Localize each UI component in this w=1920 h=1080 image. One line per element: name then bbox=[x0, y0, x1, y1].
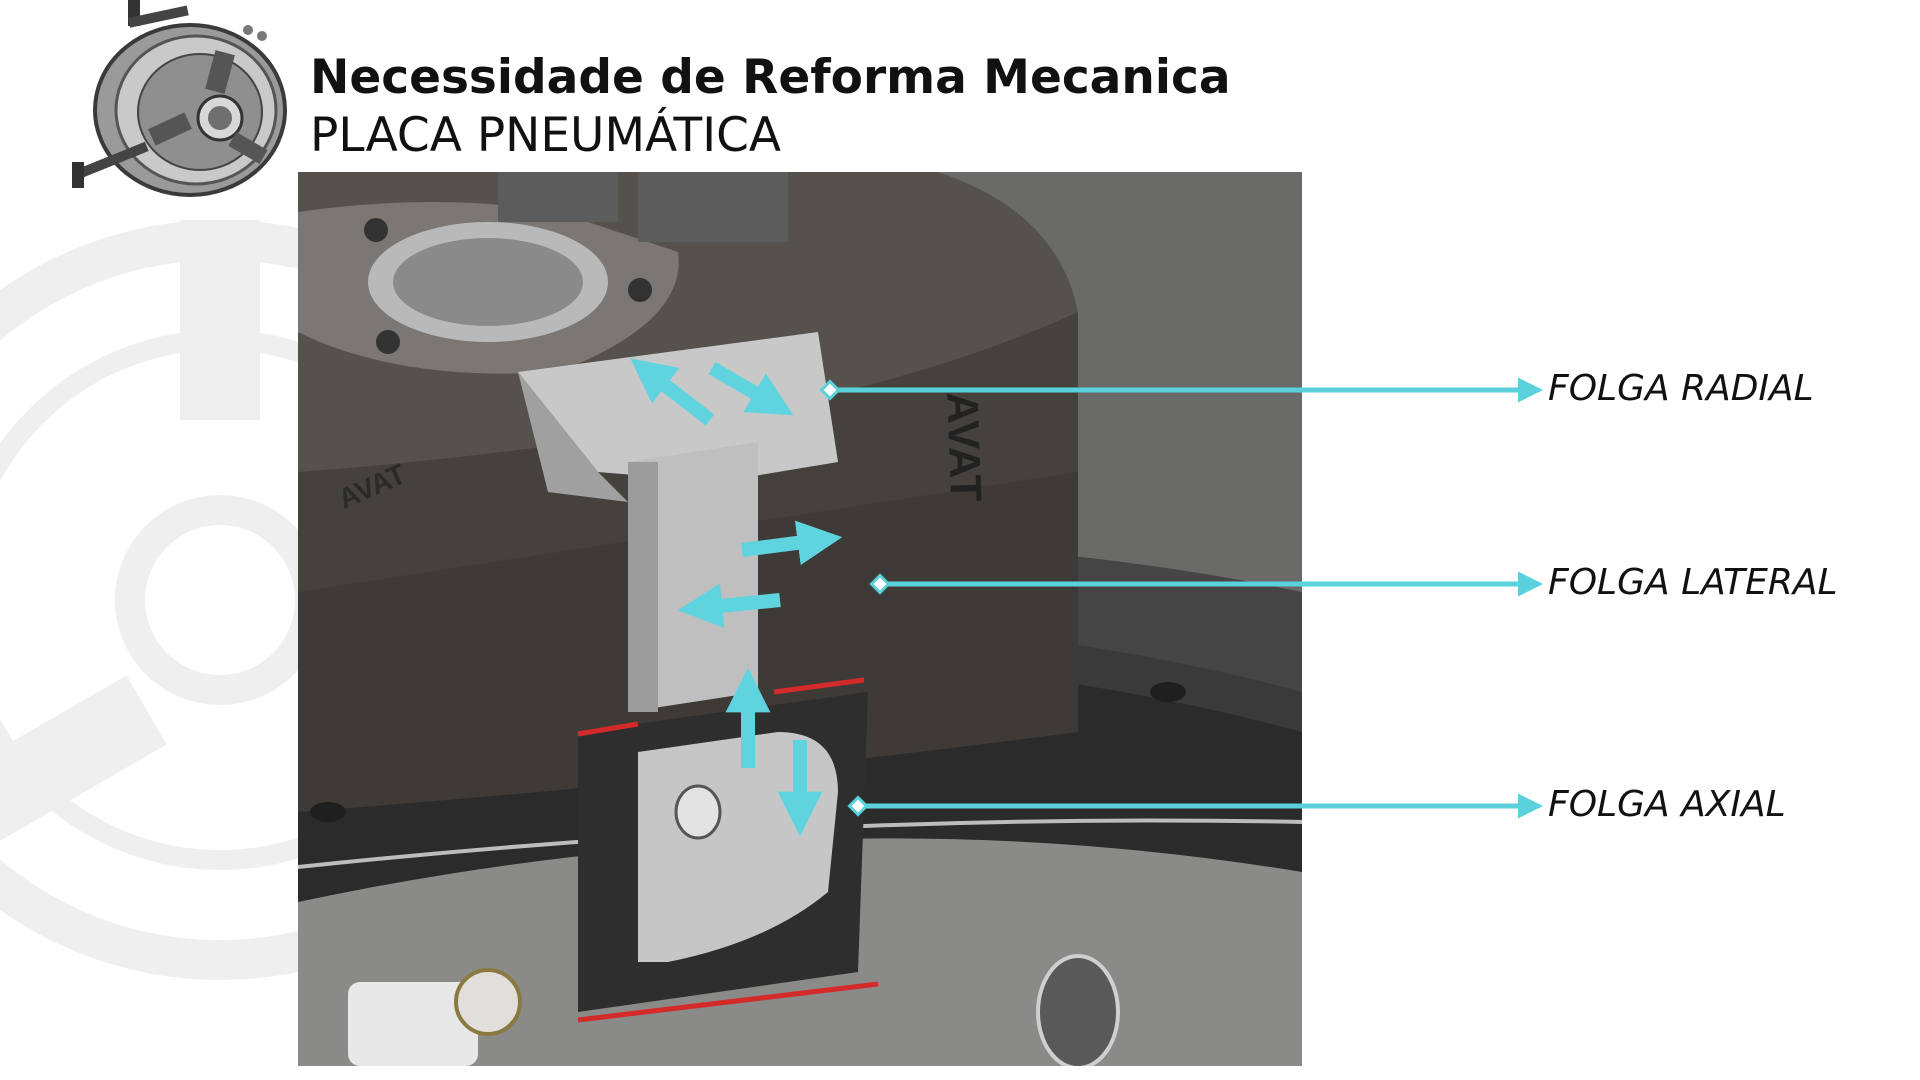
callout-label-axial: FOLGA AXIAL bbox=[1548, 784, 1786, 825]
slide-subtitle: PLACA PNEUMÁTICA bbox=[310, 108, 782, 163]
chuck-logo bbox=[72, 0, 287, 197]
brand-mark-top: AVAT bbox=[937, 391, 990, 503]
callout-label-radial: FOLGA RADIAL bbox=[1548, 368, 1814, 409]
chuck-render-image: AVAT AVAT bbox=[298, 172, 1302, 1066]
slide-title: Necessidade de Reforma Mecanica bbox=[310, 50, 1231, 105]
callout-label-lateral: FOLGA LATERAL bbox=[1548, 562, 1838, 603]
